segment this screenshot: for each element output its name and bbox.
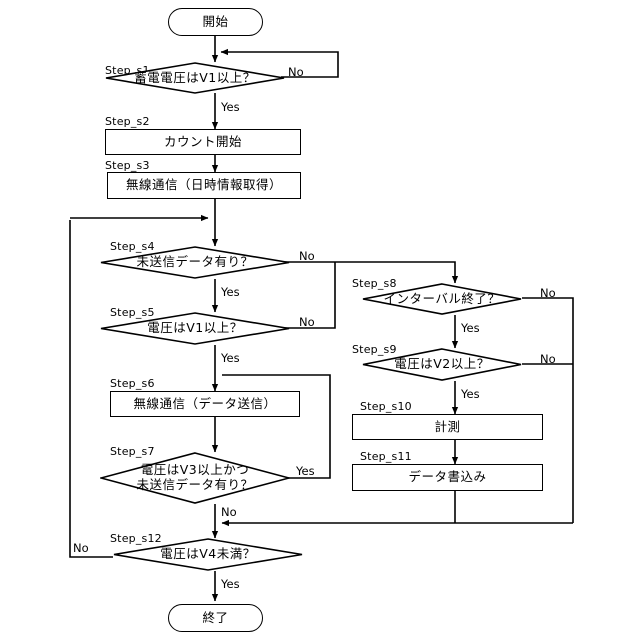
node-step-s3: 無線通信（日時情報取得）	[107, 172, 301, 199]
node-step-s11-text: データ書込み	[408, 469, 487, 485]
step-label-s12: Step_s12	[110, 532, 162, 545]
edge-label-s4-no: No	[299, 249, 315, 263]
node-step-s6: 無線通信（データ送信）	[110, 391, 300, 417]
edge-label-s7-no: No	[221, 505, 237, 519]
node-step-s7-text: 電圧はV3以上かつ 未送信データ有り？	[136, 462, 254, 492]
node-step-s2: カウント開始	[105, 129, 301, 155]
node-step-s8: インターバル終了？	[362, 283, 522, 315]
diamond-shape	[362, 283, 522, 315]
diamond-shape	[105, 62, 285, 94]
node-step-s3-text: 無線通信（日時情報取得）	[125, 177, 282, 193]
node-step-s10: 計測	[352, 414, 543, 440]
node-step-s9-text: 電圧はV2以上？	[394, 356, 490, 372]
diamond-shape	[100, 246, 290, 279]
node-step-s6-text: 無線通信（データ送信）	[133, 395, 277, 411]
terminal-start: 開始	[168, 8, 263, 36]
edge-label-s9-no: No	[540, 352, 556, 366]
diamond-shape	[100, 312, 290, 345]
step-label-s6: Step_s6	[110, 377, 155, 390]
edge-label-s5-yes: Yes	[221, 351, 240, 365]
edge-label-s7-yes: Yes	[296, 464, 315, 478]
step-label-s11: Step_s11	[360, 450, 412, 463]
edge-label-s5-no: No	[299, 315, 315, 329]
node-step-s2-text: カウント開始	[163, 133, 242, 149]
edge-label-s1-yes: Yes	[221, 100, 240, 114]
node-step-s7: 電圧はV3以上かつ 未送信データ有り？	[100, 452, 290, 504]
node-step-s12: 電圧はV4未満？	[113, 538, 303, 571]
step-label-s5: Step_s5	[110, 306, 155, 319]
step-label-s10: Step_s10	[360, 400, 412, 413]
node-step-s12-text: 電圧はV4未満？	[160, 546, 256, 562]
step-label-s7: Step_s7	[110, 445, 155, 458]
node-step-s10-text: 計測	[434, 418, 461, 434]
node-step-s4-text: 未送信データ有り？	[136, 254, 254, 270]
diamond-shape	[362, 348, 522, 381]
edge-label-s8-yes: Yes	[461, 321, 480, 335]
node-step-s5: 電圧はV1以上？	[100, 312, 290, 345]
node-step-s8-text: インターバル終了？	[383, 290, 501, 306]
diamond-shape	[113, 538, 303, 571]
edge-label-s12-no: No	[73, 541, 89, 555]
edge-label-s9-yes: Yes	[461, 387, 480, 401]
node-step-s4: 未送信データ有り？	[100, 246, 290, 279]
node-step-s1: 蓄電電圧はV1以上？	[105, 62, 285, 94]
step-label-s2: Step_s2	[105, 115, 150, 128]
node-step-s11: データ書込み	[352, 464, 543, 491]
terminal-end: 終了	[168, 604, 263, 632]
step-label-s9: Step_s9	[352, 343, 397, 356]
diamond-shape	[100, 452, 290, 504]
step-label-s3: Step_s3	[105, 159, 150, 172]
terminal-start-label: 開始	[202, 13, 229, 29]
edge-label-s4-yes: Yes	[221, 285, 240, 299]
node-step-s5-text: 電圧はV1以上？	[147, 320, 243, 336]
edge-label-s12-yes: Yes	[221, 577, 240, 591]
node-step-s9: 電圧はV2以上？	[362, 348, 522, 381]
edge-label-s8-no: No	[540, 286, 556, 300]
step-label-s4: Step_s4	[110, 240, 155, 253]
terminal-end-label: 終了	[202, 609, 229, 625]
edge-label-s1-no: No	[288, 65, 304, 79]
node-step-s1-text: 蓄電電圧はV1以上？	[134, 69, 256, 85]
step-label-s8: Step_s8	[352, 277, 397, 290]
